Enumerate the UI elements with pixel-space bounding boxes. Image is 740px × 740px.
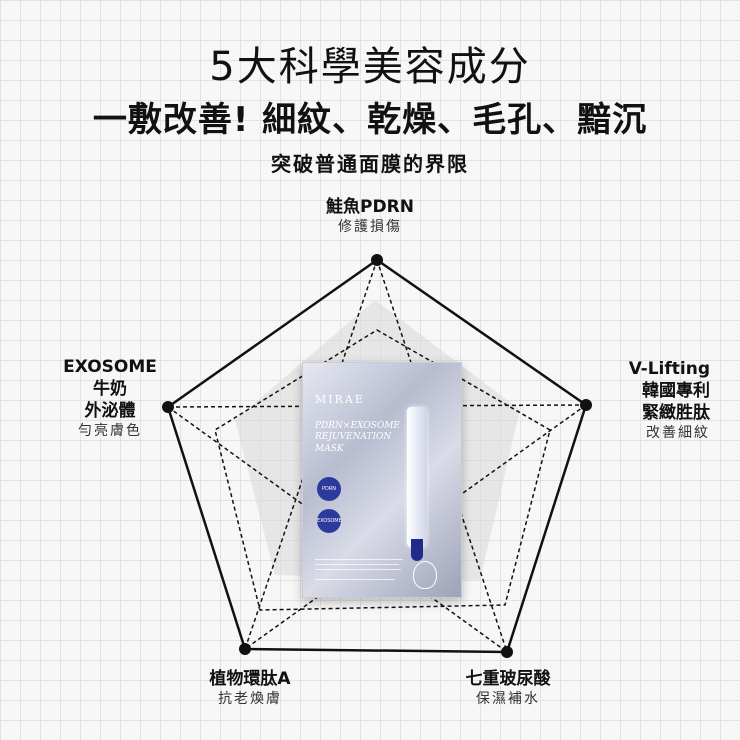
vertex-bottom-right <box>501 646 513 658</box>
exosome-badge: EXOSOME <box>317 509 342 533</box>
fine-print-line <box>315 579 395 580</box>
label-top-heading: 鮭魚PDRN <box>326 197 414 217</box>
label-left-heading-2: 牛奶 <box>93 379 127 400</box>
label-left: EXOSOME 牛奶 外泌體 勻亮膚色 <box>40 356 180 440</box>
product-name: PDRN×EXOSOME REJUVENATION MASK <box>315 421 400 454</box>
dashed-pentagon <box>214 329 551 611</box>
pdrn-badge: PDRN <box>317 477 341 501</box>
vertex-right <box>580 399 592 411</box>
vertex-bottom-left <box>239 643 251 655</box>
label-right: V-Lifting 韓國專利 緊緻胜肽 改善細紋 <box>590 358 710 442</box>
label-bottom-left-desc: 抗老煥膚 <box>218 691 282 708</box>
label-right-heading-1: V-Lifting <box>628 359 710 379</box>
label-top: 鮭魚PDRN 修護損傷 <box>300 196 440 236</box>
label-bottom-left: 植物環肽A 抗老煥膚 <box>180 668 320 708</box>
face-mask-icon <box>413 561 437 589</box>
ampoule-tip-icon <box>411 539 423 561</box>
tagline: 突破普通面膜的界限 <box>271 152 469 176</box>
vertex-left <box>162 401 174 413</box>
label-top-desc: 修護損傷 <box>338 219 402 236</box>
label-bottom-right-heading: 七重玻尿酸 <box>465 669 551 689</box>
label-left-heading-1: EXOSOME <box>63 357 157 377</box>
ampoule-icon <box>407 407 427 547</box>
label-bottom-left-heading: 植物環肽A <box>209 669 291 689</box>
label-right-desc: 改善細紋 <box>646 425 710 442</box>
label-left-desc: 勻亮膚色 <box>78 423 142 440</box>
product-mask-pack: MIRAE PDRN×EXOSOME REJUVENATION MASK PDR… <box>302 362 462 598</box>
fine-print-line <box>315 569 401 570</box>
fine-print-line <box>315 559 403 560</box>
label-right-heading-2: 韓國專利 <box>642 381 710 402</box>
label-bottom-right: 七重玻尿酸 保濕補水 <box>438 668 578 708</box>
vertex-top <box>371 254 383 266</box>
subtitle: 一敷改善! 細紋、乾燥、毛孔、黯沉 <box>92 100 648 140</box>
label-bottom-right-desc: 保濕補水 <box>476 691 540 708</box>
outer-pentagon <box>166 258 588 654</box>
label-right-heading-3: 緊緻胜肽 <box>642 403 710 424</box>
label-left-heading-3: 外泌體 <box>84 401 136 422</box>
fine-print-line <box>315 564 399 565</box>
main-title: 5大科學美容成分 <box>209 44 531 90</box>
product-brand: MIRAE <box>315 393 365 406</box>
